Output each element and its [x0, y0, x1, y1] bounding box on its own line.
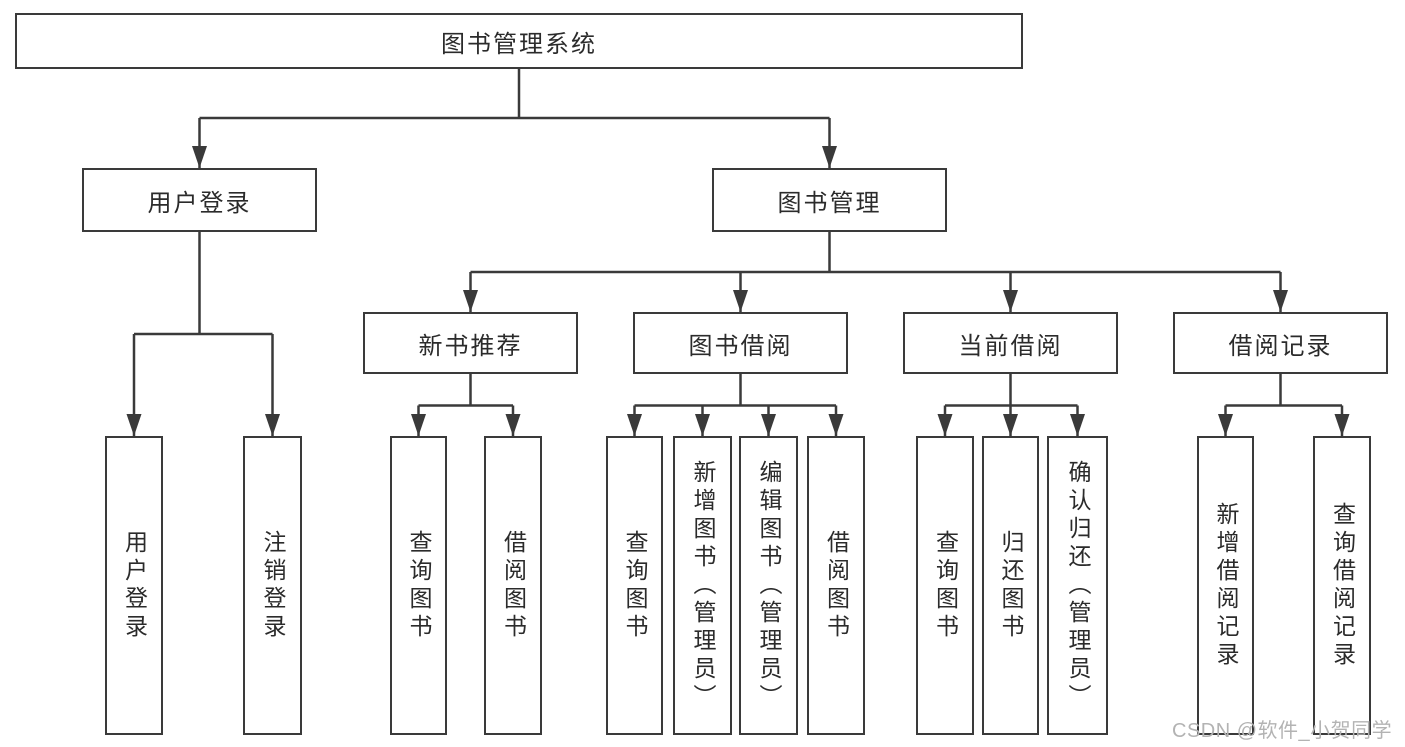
- connector-user-login: [134, 232, 273, 336]
- leaf-add-books-admin: 新增图书（管理员）: [673, 436, 732, 735]
- connector-borrow-records: [1225, 374, 1342, 407]
- connector-current-borrowing: [945, 374, 1078, 407]
- leaf-recommend-query-books: 查询图书: [390, 436, 447, 735]
- connector-book-borrowing: [634, 374, 836, 407]
- node-new-book-recommend: 新书推荐: [363, 312, 578, 374]
- leaf-borrowing-borrow-books: 借阅图书: [807, 436, 865, 735]
- node-book-management: 图书管理: [712, 168, 947, 232]
- leaf-query-borrow-record: 查询借阅记录: [1313, 436, 1371, 735]
- leaf-logout: 注销登录: [243, 436, 302, 735]
- csdn-watermark: CSDN @软件_小贺同学: [1172, 720, 1393, 742]
- connector-root: [199, 69, 830, 120]
- connector-book-management: [470, 232, 1281, 274]
- node-current-borrowing: 当前借阅: [903, 312, 1118, 374]
- leaf-add-borrow-record: 新增借阅记录: [1197, 436, 1254, 735]
- leaf-confirm-return-admin: 确认归还（管理员）: [1047, 436, 1108, 735]
- node-book-borrowing: 图书借阅: [633, 312, 848, 374]
- leaf-edit-books-admin: 编辑图书（管理员）: [739, 436, 798, 735]
- node-user-login: 用户登录: [82, 168, 317, 232]
- leaf-current-query-books: 查询图书: [916, 436, 974, 735]
- leaf-user-login: 用户登录: [105, 436, 163, 735]
- node-borrow-records: 借阅记录: [1173, 312, 1388, 374]
- leaf-borrowing-query-books: 查询图书: [606, 436, 663, 735]
- node-root: 图书管理系统: [15, 13, 1023, 69]
- leaf-recommend-borrow-books: 借阅图书: [484, 436, 542, 735]
- leaf-return-books: 归还图书: [982, 436, 1039, 735]
- connector-new-book-recommend: [418, 374, 513, 407]
